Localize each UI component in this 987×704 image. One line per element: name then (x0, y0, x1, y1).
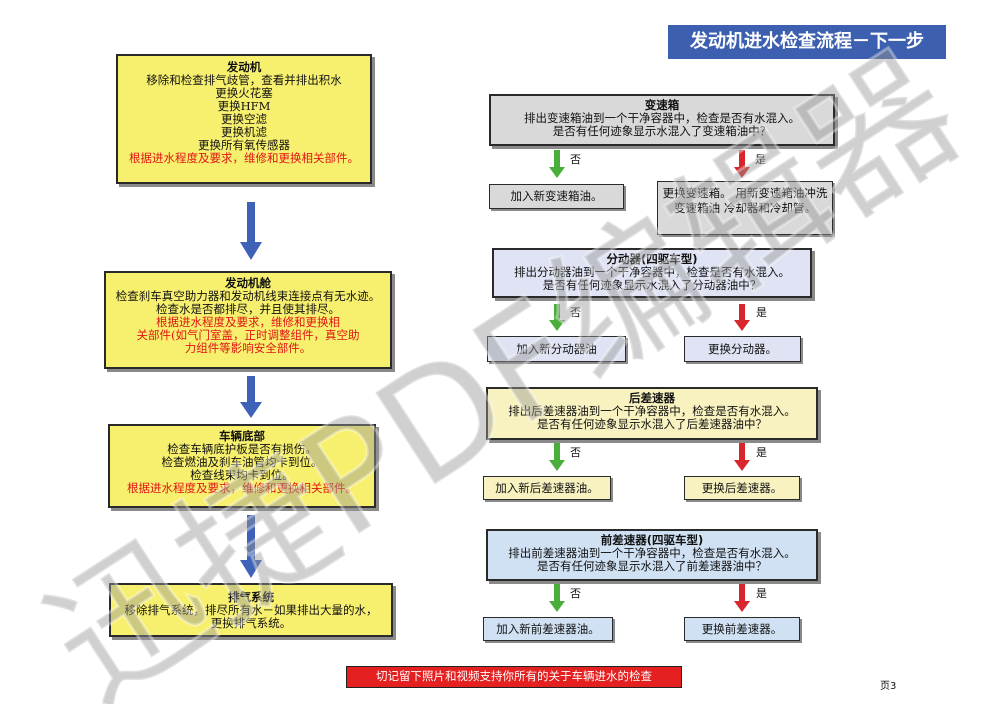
front-diff-no-label: 否 (570, 587, 581, 600)
down-arrow (240, 202, 262, 260)
front-diff-title: 前差速器(四驱车型) (600, 533, 704, 547)
exhaust-line: 移除排气系统，排尽所有水－如果排出大量的水， (124, 603, 378, 617)
page-number: 页3 (880, 681, 897, 692)
down-arrow (240, 376, 262, 418)
rear-diff-title: 后差速器 (629, 391, 675, 405)
transmission-yes-label: 是 (755, 153, 766, 166)
engine-line: 更换机滤 (221, 125, 267, 139)
exhaust-line: 更换排气系统。 (210, 616, 292, 630)
engine-bay-note: 根据进水程度及要求，维修和更换相 (156, 315, 340, 329)
no-arrow (549, 150, 565, 178)
front-diff-box: 前差速器(四驱车型) 排出前差速器油到一个干净容器中，检查是否有水混入。 是否有… (486, 529, 818, 581)
transfer-yes-label: 是 (756, 306, 767, 319)
exhaust-title: 排气系统 (228, 590, 274, 604)
engine-line: 更换HFM (217, 99, 271, 113)
footer-note: 切记留下照片和视频支持你所有的关于车辆进水的检查 (346, 666, 682, 688)
engine-bay-line: 检查水是否都排尽，并且使其排尽。 (156, 302, 340, 316)
transfer-case-box: 分动器(四驱车型) 排出分动器油到一个干净容器中，检查是否有水混入。 是否有任何… (492, 248, 812, 298)
yes-arrow (734, 304, 750, 331)
engine-bay-line: 检查刹车真空助力器和发动机线束连接点有无水迹。 (115, 289, 381, 303)
underbody-line: 检查燃油及刹车油管均卡到位。 (161, 455, 323, 469)
engine-line: 更换所有氧传感器 (198, 138, 290, 152)
exhaust-box: 排气系统 移除排气系统，排尽所有水－如果排出大量的水， 更换排气系统。 (109, 583, 393, 637)
transfer-case-line: 排出分动器油到一个干净容器中，检查是否有水混入。 (514, 265, 790, 279)
yes-arrow (734, 443, 750, 471)
rear-diff-line: 是否有任何迹象显示水混入了后差速器油中？ (537, 417, 767, 431)
page-title: 发动机进水检查流程－下一步 (668, 25, 946, 59)
front-diff-no-action: 加入新前差速器油。 (483, 617, 613, 641)
engine-line: 移除和检查排气歧管，查看并排出积水 (146, 73, 342, 87)
engine-note: 根据进水程度及要求，维修和更换相关部件。 (129, 151, 359, 165)
transmission-box: 变速箱 排出变速箱油到一个干净容器中，检查是否有水混入。 是否有任何迹象显示水混… (489, 94, 835, 146)
rear-diff-line: 排出后差速器油到一个干净容器中，检查是否有水混入。 (508, 404, 796, 418)
engine-box: 发动机 移除和检查排气歧管，查看并排出积水 更换火花塞 更换HFM 更换空滤 更… (116, 54, 372, 184)
no-arrow (549, 443, 565, 471)
no-arrow (549, 304, 565, 331)
transfer-no-action: 加入新分动器油 (487, 336, 626, 362)
transfer-case-line: 是否有任何迹象显示水混入了分动器油中？ (542, 278, 762, 292)
front-diff-line: 是否有任何迹象显示水混入了前差速器油中？ (537, 559, 767, 573)
underbody-note: 根据进水程度及要求，维修和更换相关部件。 (127, 481, 357, 495)
transmission-yes-action: 更换变速箱。 用新变速箱油冲洗变速箱油 冷却器和冷却管。 (657, 181, 833, 235)
transmission-title: 变速箱 (644, 98, 680, 112)
front-diff-yes-label: 是 (756, 587, 767, 600)
transmission-no-label: 否 (570, 153, 581, 166)
transfer-yes-action: 更换分动器。 (684, 336, 801, 362)
underbody-box: 车辆底部 检查车辆底护板是否有损伤。 检查燃油及刹车油管均卡到位。 检查线束均卡… (108, 424, 376, 508)
engine-bay-box: 发动机舱 检查刹车真空助力器和发动机线束连接点有无水迹。 检查水是否都排尽，并且… (104, 271, 392, 369)
yes-arrow (734, 584, 750, 612)
transfer-no-label: 否 (570, 306, 581, 319)
underbody-title: 车辆底部 (219, 429, 265, 443)
underbody-line: 检查车辆底护板是否有损伤。 (167, 442, 317, 456)
engine-title: 发动机 (226, 60, 262, 74)
underbody-line: 检查线束均卡到位。 (190, 468, 294, 482)
down-arrow (240, 515, 262, 578)
front-diff-line: 排出前差速器油到一个干净容器中，检查是否有水混入。 (508, 546, 796, 560)
rear-diff-yes-action: 更换后差速器。 (684, 476, 800, 500)
transfer-case-title: 分动器(四驱车型) (606, 252, 698, 266)
engine-bay-note: 力组件等影响安全部件。 (184, 341, 312, 355)
rear-diff-no-action: 加入新后差速器油。 (483, 476, 611, 500)
rear-diff-box: 后差速器 排出后差速器油到一个干净容器中，检查是否有水混入。 是否有任何迹象显示… (486, 387, 818, 440)
yes-arrow (734, 150, 750, 178)
engine-line: 更换空滤 (221, 112, 267, 126)
rear-diff-yes-label: 是 (756, 446, 767, 459)
front-diff-yes-action: 更换前差速器。 (684, 617, 800, 641)
transmission-no-action: 加入新变速箱油。 (489, 184, 624, 209)
transmission-line: 排出变速箱油到一个干净容器中，检查是否有水混入。 (524, 111, 800, 125)
engine-bay-note: 关部件(如气门室盖，正时调整组件，真空助 (136, 328, 360, 342)
no-arrow (549, 584, 565, 612)
transmission-line: 是否有任何迹象显示水混入了变速箱油中？ (552, 124, 772, 138)
engine-bay-title: 发动机舱 (225, 276, 271, 290)
rear-diff-no-label: 否 (570, 446, 581, 459)
engine-line: 更换火花塞 (215, 86, 273, 100)
